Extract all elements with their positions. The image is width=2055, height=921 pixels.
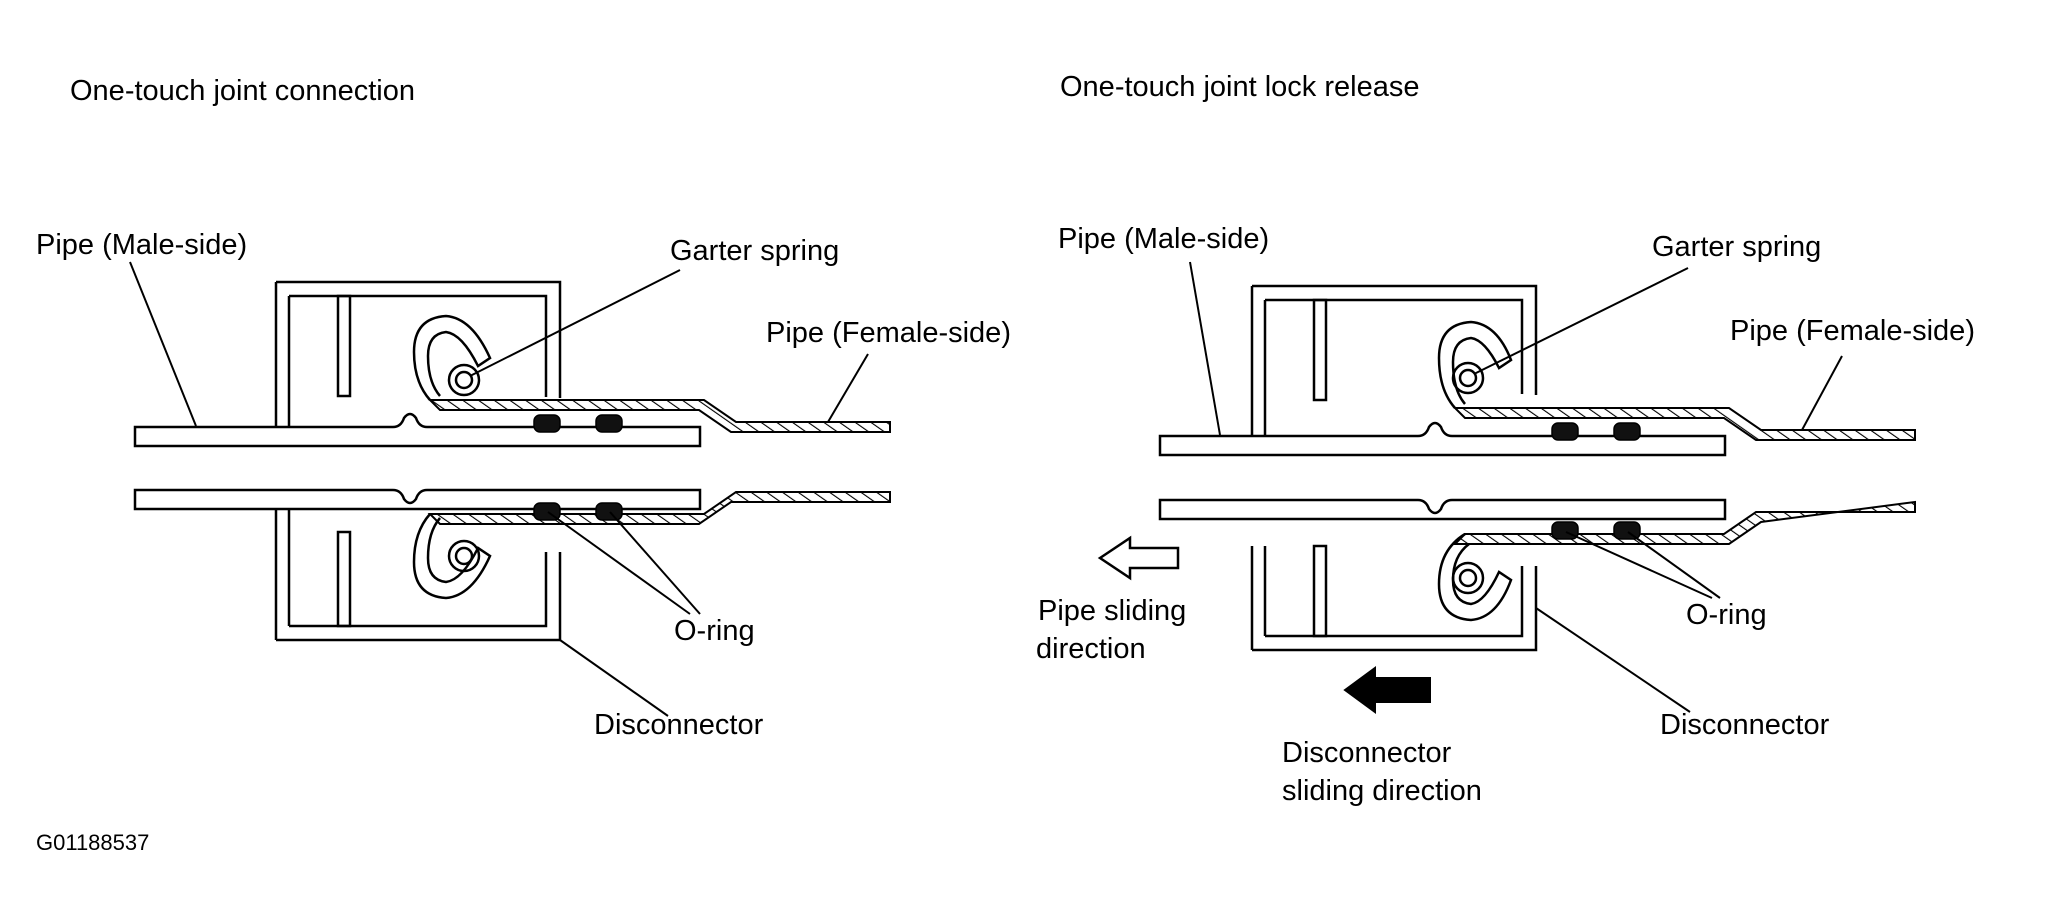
right-label-o-ring: O-ring	[1686, 599, 1767, 631]
disconnector-sliding-arrow-icon	[1343, 666, 1431, 714]
right-clip-upper	[1437, 320, 1513, 409]
right-leader-disconnector	[1535, 607, 1691, 713]
left-assembly	[129, 261, 891, 717]
right-o-ring-1	[1551, 422, 1579, 441]
left-clip-lower	[412, 513, 492, 600]
right-label-disconnector-sliding-line2: sliding direction	[1282, 775, 1482, 807]
right-disconnector-upper	[1250, 284, 1538, 436]
right-leader-garter-spring	[1473, 267, 1689, 375]
right-female-pipe-upper	[1452, 407, 1916, 441]
left-leader-pipe-female	[827, 353, 869, 423]
right-label-pipe-sliding-line2: direction	[1036, 633, 1146, 665]
left-o-ring-4	[595, 502, 623, 521]
left-garter-spring-lower	[447, 539, 481, 573]
left-male-pipe-upper	[133, 412, 702, 448]
right-panel-title: One-touch joint lock release	[1060, 71, 1420, 103]
right-assembly	[1097, 261, 1916, 714]
right-leader-pipe-male	[1189, 261, 1221, 436]
left-female-pipe-upper	[427, 399, 891, 433]
left-disconnector-lower	[274, 509, 562, 642]
right-disconnector-lower	[1250, 546, 1538, 652]
left-disconnector-upper-slot	[336, 294, 352, 398]
figure-code: G01188537	[36, 830, 150, 855]
right-garter-spring-lower	[1451, 561, 1485, 595]
left-o-ring-2	[595, 414, 623, 433]
right-disconnector-upper-slot	[1312, 298, 1328, 402]
left-label-o-ring: O-ring	[674, 615, 755, 647]
left-leader-garter-spring	[469, 269, 681, 377]
right-leader-o-ring-2	[1627, 531, 1721, 599]
pipe-sliding-arrow-icon	[1097, 535, 1180, 581]
right-label-pipe-sliding-line1: Pipe sliding	[1038, 595, 1187, 627]
left-leader-o-ring-1	[547, 511, 691, 615]
left-label-pipe-male: Pipe (Male-side)	[36, 229, 248, 261]
right-female-pipe-lower	[1452, 500, 1916, 545]
right-label-disconnector: Disconnector	[1660, 709, 1830, 741]
left-leader-disconnector	[559, 639, 669, 717]
right-label-disconnector-sliding-line1: Disconnector	[1282, 737, 1452, 769]
left-disconnector-upper	[274, 280, 562, 427]
right-label-garter-spring: Garter spring	[1652, 231, 1822, 263]
left-garter-spring-upper	[447, 363, 481, 397]
right-o-ring-4	[1613, 521, 1641, 540]
right-garter-spring-upper	[1451, 361, 1485, 395]
right-male-pipe-upper	[1158, 421, 1727, 457]
left-clip-upper	[412, 314, 492, 401]
right-male-pipe-lower	[1158, 498, 1727, 521]
left-leader-o-ring-2	[609, 511, 701, 615]
right-disconnector-lower-slot	[1312, 544, 1328, 638]
right-label-pipe-female: Pipe (Female-side)	[1730, 315, 1975, 347]
left-leader-pipe-male	[129, 261, 197, 427]
left-disconnector-lower-slot	[336, 530, 352, 628]
left-panel-title: One-touch joint connection	[70, 75, 415, 107]
right-label-pipe-male: Pipe (Male-side)	[1058, 223, 1270, 255]
left-label-garter-spring: Garter spring	[670, 235, 840, 267]
right-leader-o-ring-1	[1565, 531, 1713, 599]
right-o-ring-2	[1613, 422, 1641, 441]
left-o-ring-1	[533, 414, 561, 433]
left-label-disconnector: Disconnector	[594, 709, 764, 741]
left-male-pipe-lower	[133, 488, 702, 511]
left-label-pipe-female: Pipe (Female-side)	[766, 317, 1011, 349]
right-leader-pipe-female	[1801, 355, 1843, 431]
